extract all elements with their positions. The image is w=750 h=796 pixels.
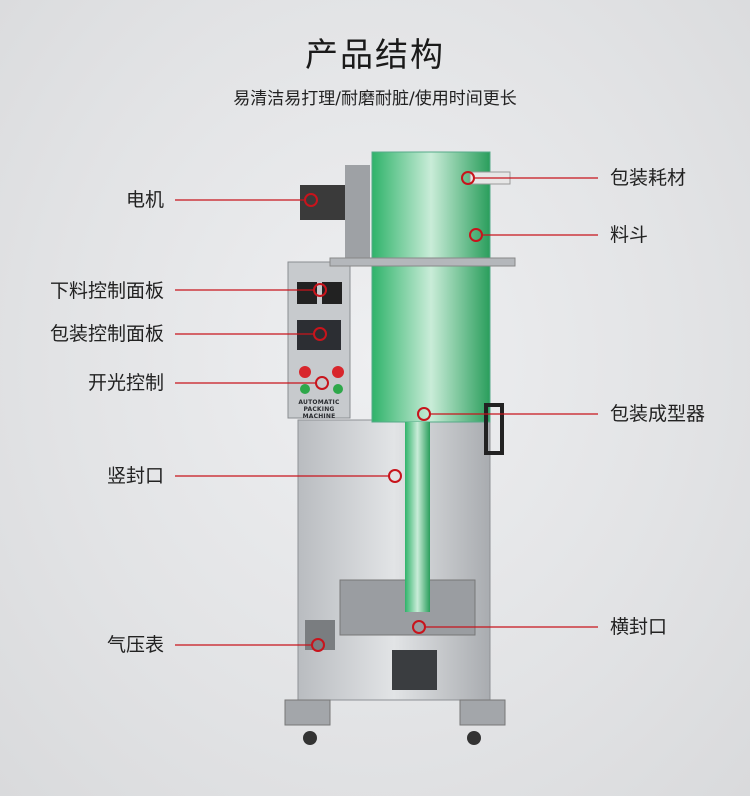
label-packing-material: 包装耗材 bbox=[610, 167, 687, 189]
label-hopper: 料斗 bbox=[610, 224, 649, 246]
label-bag-former: 包装成型器 bbox=[610, 403, 706, 425]
forming-tube bbox=[405, 422, 430, 612]
label-feeding-control-panel: 下料控制面板 bbox=[49, 280, 164, 302]
display-1 bbox=[297, 282, 317, 304]
callouts bbox=[175, 171, 598, 652]
label-pressure-gauge: 气压表 bbox=[106, 634, 164, 656]
crossbar bbox=[329, 257, 516, 267]
handle bbox=[484, 403, 504, 455]
label-vertical-sealer: 竖封口 bbox=[106, 465, 164, 487]
output-bin bbox=[392, 650, 437, 690]
wheel-left bbox=[303, 731, 317, 745]
stop-button bbox=[299, 366, 311, 378]
wheel-right bbox=[467, 731, 481, 745]
start-button-1 bbox=[300, 384, 310, 394]
leg-right bbox=[459, 699, 506, 726]
display-3 bbox=[297, 320, 341, 350]
page-title: 产品结构 bbox=[305, 35, 445, 74]
start-button-2 bbox=[333, 384, 343, 394]
page-subtitle: 易清洁易打理/耐磨耐脏/使用时间更长 bbox=[233, 89, 517, 109]
label-horizontal-sealer: 横封口 bbox=[610, 616, 668, 638]
display-2 bbox=[322, 282, 342, 304]
emergency-button bbox=[332, 366, 344, 378]
leg-left bbox=[284, 699, 331, 726]
label-packing-control-panel: 包装控制面板 bbox=[49, 323, 164, 345]
label-switch-control: 开光控制 bbox=[87, 372, 164, 394]
machine-nameplate: AUTOMATIC PACKING MACHINE bbox=[298, 399, 340, 420]
motor bbox=[300, 185, 345, 220]
motor-arm bbox=[345, 165, 370, 265]
film-roll bbox=[371, 151, 491, 423]
label-motor: 电机 bbox=[125, 189, 164, 211]
